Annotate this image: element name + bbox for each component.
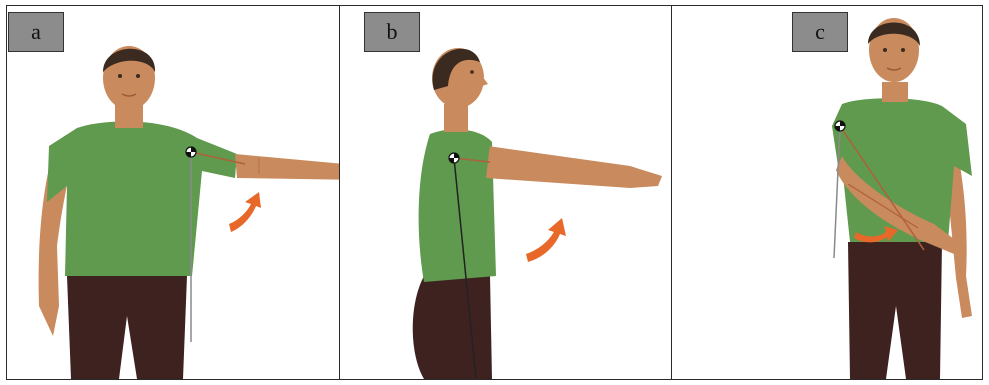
panel-c-illustration bbox=[672, 6, 982, 379]
pants bbox=[413, 276, 492, 379]
joint-marker-icon bbox=[186, 147, 196, 157]
pants bbox=[848, 242, 942, 379]
panel-label-b: b bbox=[364, 12, 420, 52]
abduction-arrow-icon bbox=[229, 192, 261, 232]
shirt bbox=[47, 121, 237, 276]
joint-marker-icon bbox=[449, 153, 459, 163]
panel-a-illustration bbox=[7, 6, 339, 379]
panel-b-illustration bbox=[340, 6, 671, 379]
right-arm bbox=[235, 154, 339, 182]
panel-label-a: a bbox=[8, 12, 64, 52]
neck bbox=[882, 82, 908, 102]
neck bbox=[444, 104, 468, 132]
pants bbox=[67, 276, 187, 379]
joint-marker-icon bbox=[835, 121, 845, 131]
panel-label-c: c bbox=[792, 12, 848, 52]
flexion-arrow-icon bbox=[526, 218, 566, 262]
